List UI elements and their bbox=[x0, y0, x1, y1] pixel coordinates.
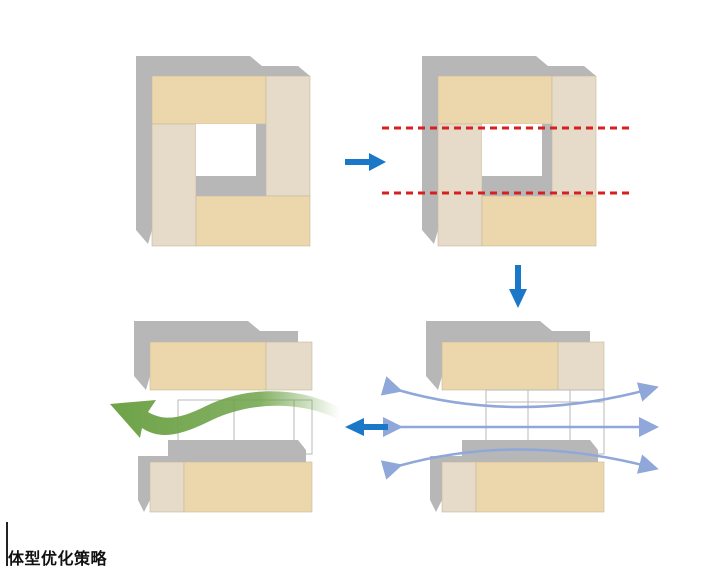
flow-arrow bbox=[110, 391, 340, 438]
panel1-courtyard-void bbox=[196, 124, 256, 176]
panel1-shadow bbox=[136, 56, 298, 244]
panel-optimized-form bbox=[110, 321, 340, 513]
panel4-top-shadow bbox=[134, 321, 298, 390]
panel3-top-shadow bbox=[426, 321, 590, 390]
panel1-block-left bbox=[151, 123, 197, 247]
panel3-bottom-block-light bbox=[441, 461, 477, 513]
panel2-block-top bbox=[437, 75, 553, 125]
panel2-courtyard-void bbox=[482, 124, 542, 176]
panel4-top-block-tan bbox=[149, 341, 267, 391]
diagram-caption: 体型优化策略 bbox=[8, 549, 108, 568]
wind-arrow-lower bbox=[380, 448, 659, 480]
panel-cut-form bbox=[382, 56, 630, 247]
panel2-block-left bbox=[437, 123, 483, 247]
panel4-bottom-block-light bbox=[149, 461, 185, 513]
panel4-bottom-shadow bbox=[138, 440, 306, 512]
panel1-block-bottom bbox=[195, 195, 311, 247]
panel2-block-bottom bbox=[481, 195, 597, 247]
step-arrow-right bbox=[345, 153, 386, 171]
panel2-block-right bbox=[551, 75, 597, 197]
panel2-shadow bbox=[422, 56, 584, 244]
panel4-top-block-light bbox=[265, 341, 313, 391]
panel-original-courtyard bbox=[136, 56, 311, 247]
panel-wind-passage bbox=[380, 321, 659, 513]
panel1-block-top bbox=[151, 75, 267, 125]
step-arrow-left bbox=[345, 418, 388, 436]
panel3-bottom-block-tan bbox=[475, 461, 605, 513]
panel4-bottom-block-tan bbox=[183, 461, 313, 513]
panel1-courtyard-shadow bbox=[196, 124, 266, 196]
panel2-courtyard-shadow bbox=[482, 124, 552, 196]
panel3-top-block-tan bbox=[441, 341, 559, 391]
wind-arrow-upper bbox=[380, 376, 659, 409]
panel3-top-block-light bbox=[557, 341, 605, 391]
panel1-block-right bbox=[265, 75, 311, 197]
step-arrow-down bbox=[509, 265, 527, 308]
caption-marker bbox=[6, 522, 8, 566]
